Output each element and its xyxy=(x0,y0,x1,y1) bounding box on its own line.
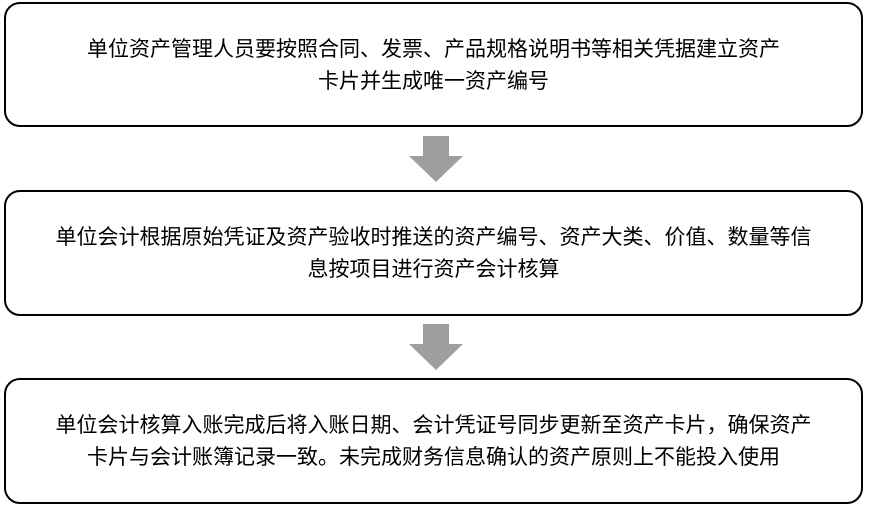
flow-step-1-line-1: 单位资产管理人员要按照合同、发票、产品规格说明书等相关凭据建立资产 xyxy=(87,36,780,61)
flow-step-2-text: 单位会计根据原始凭证及资产验收时推送的资产编号、资产大类、价值、数量等信 息按项… xyxy=(24,221,844,285)
flow-step-1-line-2: 卡片并生成唯一资产编号 xyxy=(318,68,549,93)
flow-step-3-text: 单位会计核算入账完成后将入账日期、会计凭证号同步更新至资产卡片，确保资产 卡片与… xyxy=(24,409,844,473)
flow-step-2-line-2: 息按项目进行资产会计核算 xyxy=(307,257,560,281)
flow-step-3-line-2: 卡片与会计账簿记录一致。未完成财务信息确认的资产原则上不能投入使用 xyxy=(87,445,780,469)
flow-step-3: 单位会计核算入账完成后将入账日期、会计凭证号同步更新至资产卡片，确保资产 卡片与… xyxy=(4,378,863,504)
flow-step-2-line-1: 单位会计根据原始凭证及资产验收时推送的资产编号、资产大类、价值、数量等信 xyxy=(55,225,812,249)
flow-step-1: 单位资产管理人员要按照合同、发票、产品规格说明书等相关凭据建立资产 卡片并生成唯… xyxy=(4,2,863,127)
down-arrow-icon xyxy=(409,136,463,182)
flow-step-3-line-1: 单位会计核算入账完成后将入账日期、会计凭证号同步更新至资产卡片，确保资产 xyxy=(55,413,812,437)
down-arrow-icon xyxy=(409,324,463,370)
flow-step-1-text: 单位资产管理人员要按照合同、发票、产品规格说明书等相关凭据建立资产 卡片并生成唯… xyxy=(24,33,844,97)
flow-step-2: 单位会计根据原始凭证及资产验收时推送的资产编号、资产大类、价值、数量等信 息按项… xyxy=(4,190,863,316)
